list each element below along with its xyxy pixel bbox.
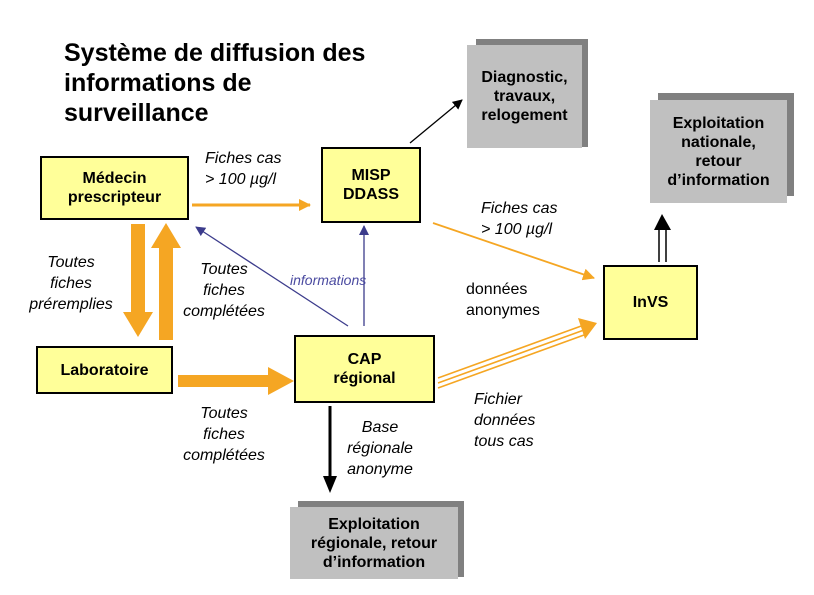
box-label: d’information: [322, 553, 426, 571]
box-exploitation-nationale: Exploitation nationale, retour d’informa…: [650, 100, 787, 203]
label-line: Fichier: [474, 391, 523, 408]
label-line: régionale: [347, 440, 413, 457]
label-toutes-fiches-preremplies: Toutes fiches préremplies: [16, 252, 126, 315]
label-line: préremplies: [29, 296, 113, 313]
arrow-invs-to-exploitation-nationale: [654, 214, 671, 262]
node-label: MISP: [351, 167, 391, 184]
box-label: relogement: [481, 107, 568, 124]
node-medecin-prescripteur: Médecin prescripteur: [40, 156, 189, 220]
label-line: Toutes: [200, 405, 248, 422]
node-cap-regional: CAP régional: [294, 335, 435, 403]
label-informations: informations: [290, 272, 367, 288]
node-label: Laboratoire: [60, 361, 149, 379]
label-line: Fiches cas: [205, 150, 282, 167]
arrow-cap-to-medecin: [195, 226, 349, 327]
label-line: fiches: [203, 426, 245, 443]
label-line: fiches: [203, 282, 245, 299]
title-line: informations de: [64, 69, 252, 97]
box-diagnostic-travaux-relogement: Diagnostic, travaux, relogement: [467, 45, 582, 148]
title-line: Système de diffusion des: [64, 39, 366, 67]
label-line: Toutes: [47, 254, 95, 271]
node-label: InVS: [632, 294, 669, 311]
label-fiches-cas-medecin: Fiches cas > 100 µg/l: [205, 148, 281, 190]
node-laboratoire: Laboratoire: [36, 346, 173, 394]
box-label: d’information: [667, 171, 770, 189]
diagram-title: Système de diffusion des informations de…: [64, 38, 365, 128]
label-line: anonymes: [466, 302, 540, 319]
arrow-laboratoire-to-medecin: [151, 223, 181, 340]
label-line: complétées: [183, 447, 265, 464]
title-line: surveillance: [64, 99, 209, 127]
arrow-cap-to-invs: [437, 318, 597, 389]
node-invs: InVS: [603, 265, 698, 340]
box-label: Diagnostic,: [481, 69, 568, 86]
box-label: retour: [695, 152, 742, 170]
label-line: > 100 µg/l: [205, 171, 277, 188]
node-label: régional: [333, 370, 396, 387]
label-donnees-anonymes: données anonymes: [466, 279, 540, 321]
arrow-laboratoire-to-cap: [178, 367, 294, 395]
arrow-medecin-to-laboratoire: [123, 224, 153, 337]
box-label: nationale,: [681, 133, 756, 151]
label-line: fiches: [50, 275, 92, 292]
box-label: Exploitation: [672, 114, 765, 132]
node-label: CAP: [347, 351, 382, 368]
arrow-misp-to-diagnostic: [409, 99, 463, 144]
node-label: prescripteur: [67, 189, 162, 206]
node-label: DDASS: [342, 186, 399, 203]
label-base-regionale-anonyme: Base régionale anonyme: [336, 417, 424, 480]
label-line: complétées: [183, 303, 265, 320]
label-toutes-fiches-completees-medecin: Toutes fiches complétées: [174, 259, 274, 322]
arrow-misp-to-invs: [432, 222, 595, 281]
label-fichier-donnees-tous-cas: Fichier données tous cas: [474, 389, 535, 452]
node-misp-ddass: MISP DDASS: [321, 147, 421, 223]
label-fiches-cas-misp: Fiches cas > 100 µg/l: [481, 198, 557, 240]
box-exploitation-regionale: Exploitation régionale, retour d’informa…: [290, 507, 458, 579]
label-line: > 100 µg/l: [481, 221, 553, 238]
arrow-cap-to-exploitation-regionale: [323, 406, 337, 493]
label-line: Toutes: [200, 261, 248, 278]
label-line: Base: [361, 419, 399, 436]
label-line: données: [466, 281, 528, 298]
box-label: travaux,: [493, 88, 556, 105]
box-label: régionale, retour: [310, 534, 438, 552]
label-line: anonyme: [347, 461, 413, 478]
label-line: Fiches cas: [481, 200, 558, 217]
box-label: Exploitation: [328, 515, 420, 533]
label-line: tous cas: [474, 433, 534, 450]
label-toutes-fiches-completees-laboratoire: Toutes fiches complétées: [174, 403, 274, 466]
node-label: Médecin: [82, 170, 147, 187]
label-line: données: [474, 412, 536, 429]
